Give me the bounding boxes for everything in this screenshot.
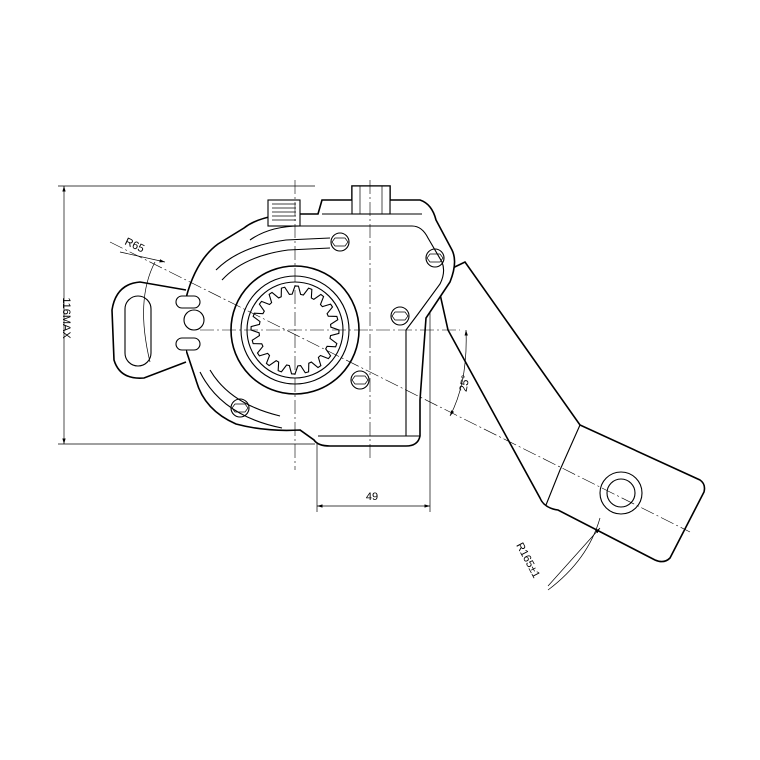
housing-body [182, 185, 456, 447]
dimension-r165: R165±1 [513, 517, 601, 591]
bolt-right-mid [390, 306, 410, 326]
r65-label: R65 [123, 236, 146, 255]
width-dim-label: 49 [366, 491, 378, 503]
bolt-right-top [425, 248, 445, 268]
angle-label: 25° [458, 374, 473, 392]
r165-label: R165±1 [513, 541, 542, 581]
height-dim-label: 116MAX [60, 297, 72, 339]
dimension-angle: 25° [449, 329, 473, 417]
dimension-height: 116MAX [58, 185, 315, 445]
bolt-lower-right [350, 370, 370, 390]
bolt-lower-left [230, 398, 250, 418]
bolts [230, 232, 445, 418]
bolt-top [330, 232, 350, 252]
mounting-ear [111, 281, 205, 379]
dimension-width: 49 [316, 300, 431, 512]
lever-arm [435, 260, 706, 563]
center-lines [109, 180, 691, 533]
